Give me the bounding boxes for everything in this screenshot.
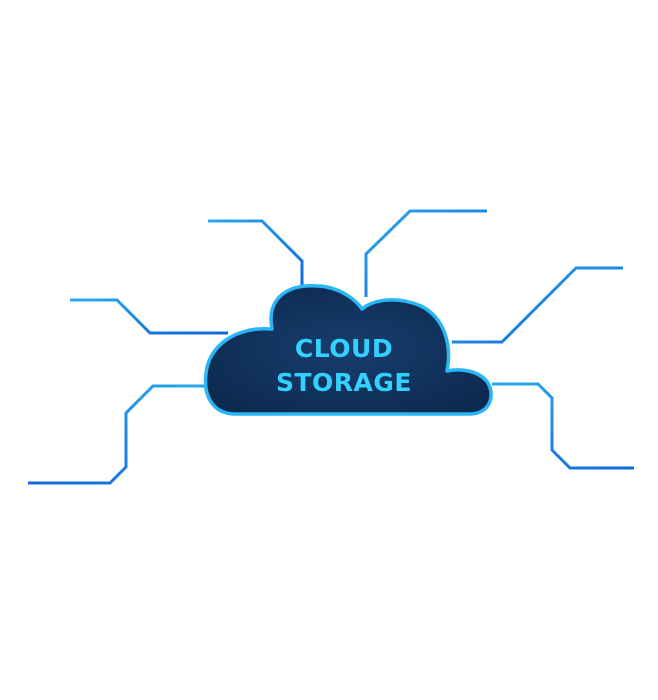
connector-line-left-upper [70, 298, 228, 335]
connector-lines [28, 209, 634, 485]
connector-line-right-upper [452, 266, 623, 344]
connector-line-top-right [364, 209, 487, 297]
cloud-icon [203, 284, 493, 416]
connector-line-left-lower [28, 384, 210, 485]
cloud-label-line1: CLOUD [295, 334, 393, 363]
connector-line-top-left [208, 219, 304, 292]
connector-line-right-lower [492, 382, 634, 470]
cloud-shape [203, 284, 493, 416]
cloud-label-line2: STORAGE [276, 368, 412, 397]
